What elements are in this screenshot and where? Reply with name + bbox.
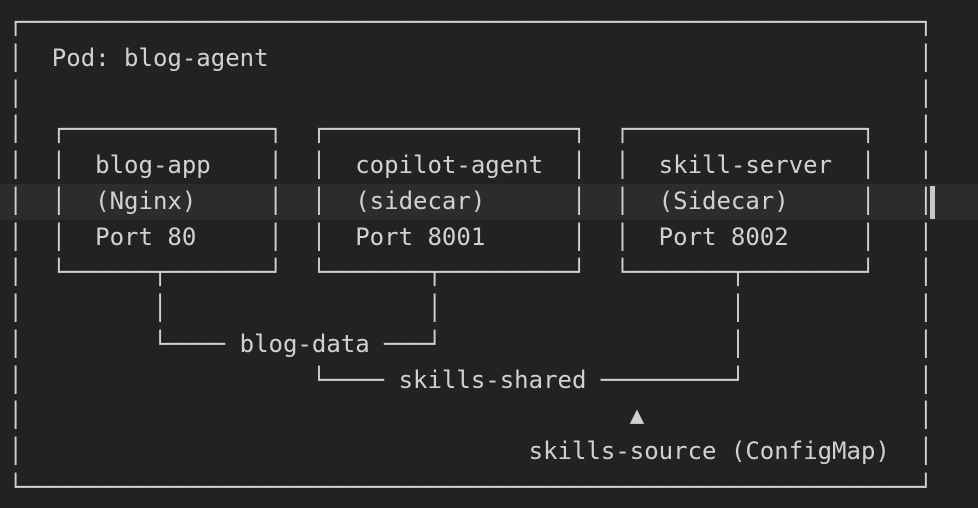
ascii-diagram: ┌───────────────────────────────────────… (0, 5, 933, 506)
diagram-line-container-ports: │ │ Port 80 │ │ Port 8001 │ │ Port 8002 … (0, 222, 934, 251)
diagram-line-pod-title: │ Pod: blog-agent │ (0, 43, 934, 72)
diagram-line-border-bottom: └───────────────────────────────────────… (0, 472, 934, 501)
text-cursor (930, 186, 935, 219)
diagram-line-box-tops: │ ┌──────────────┐ ┌─────────────────┐ ┌… (0, 115, 934, 144)
diagram-line-connectors: │ │ │ │ │ (0, 294, 934, 322)
diagram-line-blank: │ │ (0, 79, 934, 108)
diagram-line-blog-data-volume: │ └──── blog-data ───┘ │ │ (0, 329, 934, 358)
diagram-line-box-bottoms: │ └──────┬───────┘ └───────┬─────────┘ └… (0, 258, 934, 287)
diagram-line-container-names: │ │ blog-app │ │ copilot-agent │ │ skill… (0, 151, 934, 179)
diagram-line-container-runtimes: │ │ (Nginx) │ │ (sidecar) │ │ (Sidecar) … (0, 186, 934, 215)
diagram-line-arrow-up-icon: │ ▲ │ (0, 401, 934, 430)
diagram-line-border-top: ┌───────────────────────────────────────… (0, 8, 934, 36)
current-line-highlight (0, 184, 978, 220)
diagram-line-skills-shared-volume: │ └──── skills-shared ─────────┘ │ (0, 365, 934, 394)
diagram-line-skills-source: │ skills-source (ConfigMap) │ (0, 437, 934, 465)
